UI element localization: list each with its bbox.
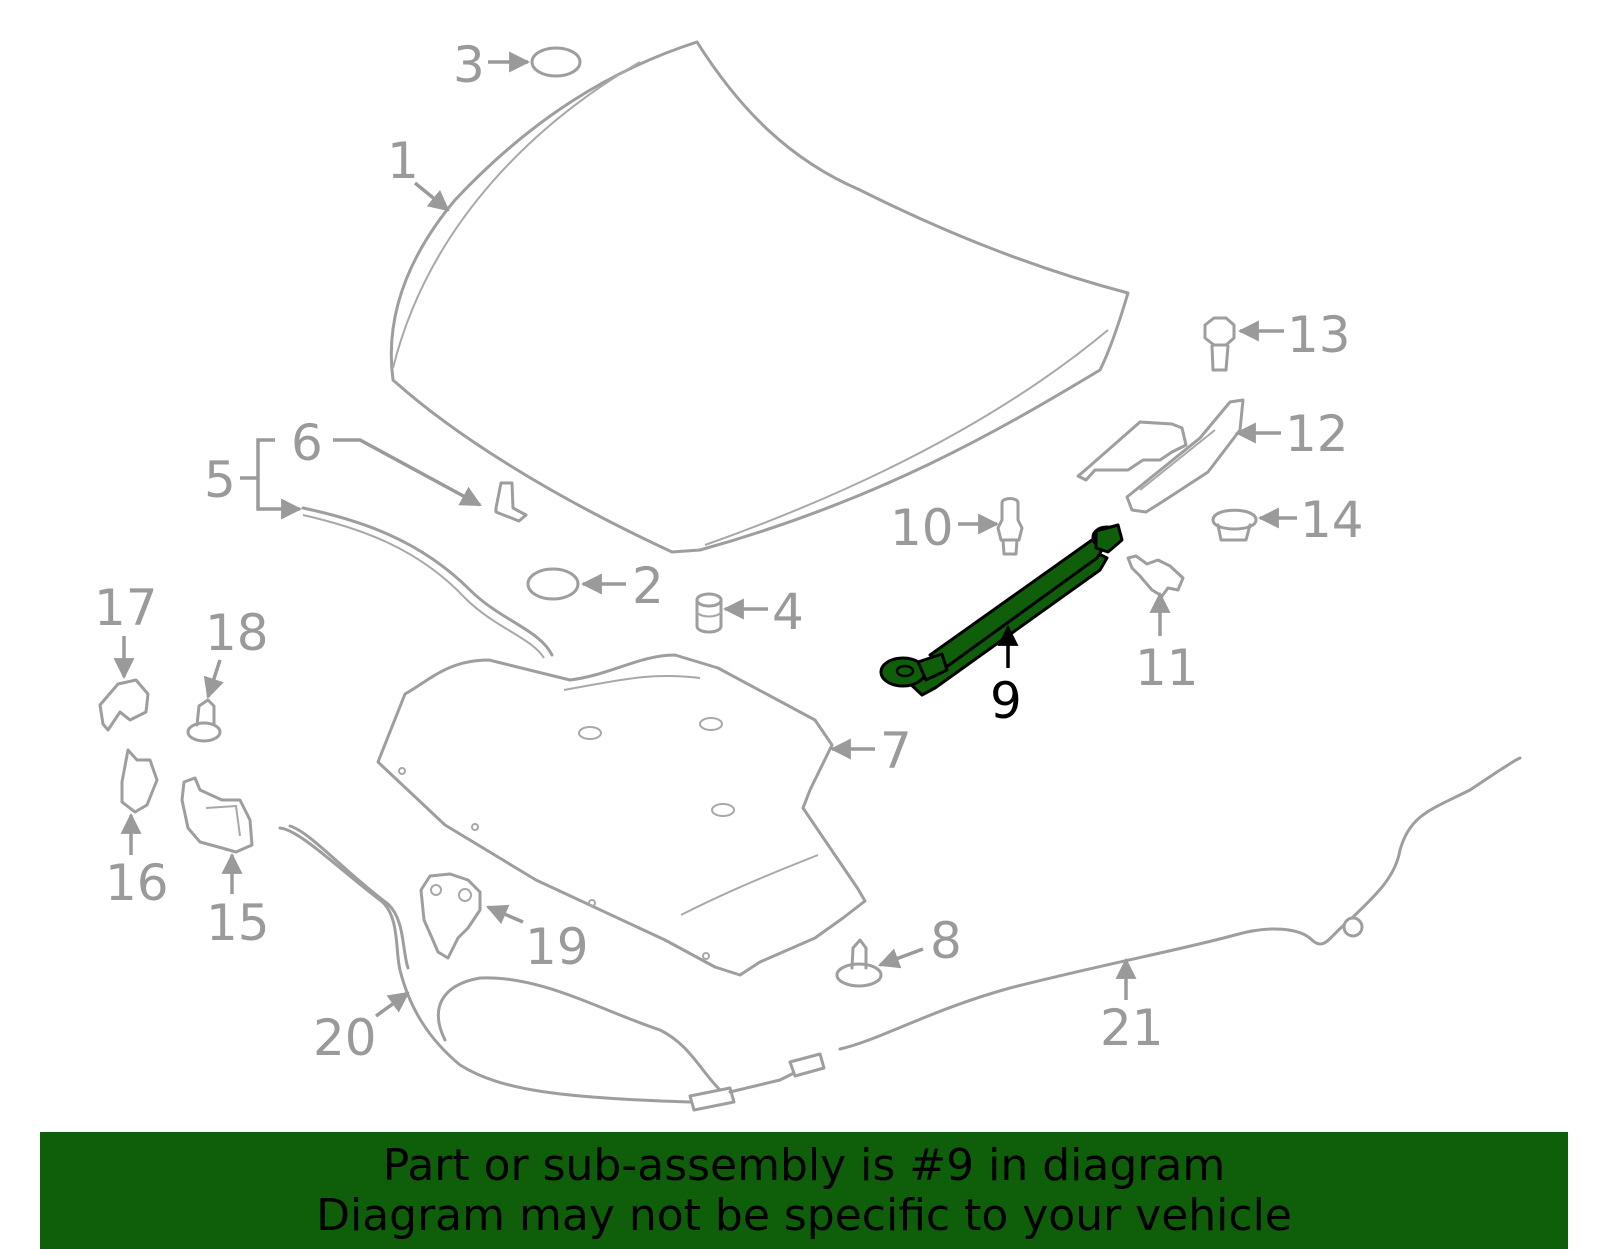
callout-6: 6 xyxy=(291,414,323,472)
callout-4: 4 xyxy=(772,583,804,641)
callout-20: 20 xyxy=(313,1009,377,1067)
callout-10: 10 xyxy=(890,499,954,557)
callout-1: 1 xyxy=(387,132,419,190)
ball-stud-part xyxy=(1126,554,1185,598)
bolt-part xyxy=(1203,316,1236,372)
callout-7: 7 xyxy=(880,722,912,780)
callout-17: 17 xyxy=(94,579,158,637)
callout-18: 18 xyxy=(205,604,269,662)
plug-part xyxy=(526,567,580,601)
callout-19: 19 xyxy=(525,918,589,976)
release-cable-part xyxy=(278,824,736,1112)
leader-lines xyxy=(113,51,1297,1018)
clip-part xyxy=(494,481,528,523)
bumper-part xyxy=(120,748,159,814)
callout-labels: 3 1 6 5 2 4 7 8 9 10 11 12 13 14 15 16 1… xyxy=(94,36,1364,1067)
hood-panel xyxy=(389,40,1130,554)
hood-lift-support-part xyxy=(879,523,1124,697)
hood-hinge-part xyxy=(1076,398,1245,514)
banner-line-2: Diagram may not be specific to your vehi… xyxy=(316,1189,1292,1241)
nut-part xyxy=(1211,508,1258,542)
callout-16: 16 xyxy=(105,854,169,912)
hood-latch-part xyxy=(180,776,254,854)
bracket-part xyxy=(98,678,150,732)
callout-8: 8 xyxy=(930,912,962,970)
callout-3: 3 xyxy=(453,36,485,94)
callout-12: 12 xyxy=(1285,405,1349,463)
callout-2: 2 xyxy=(632,557,664,615)
plug-part xyxy=(530,46,582,78)
info-banner: Part or sub-assembly is #9 in diagram Di… xyxy=(40,1132,1568,1249)
release-cable-part xyxy=(728,756,1522,1094)
safety-catch-part xyxy=(419,872,482,960)
callout-5: 5 xyxy=(204,451,236,509)
callout-14: 14 xyxy=(1300,491,1364,549)
hood-insulator-part xyxy=(376,653,867,977)
ball-stud-part xyxy=(996,497,1024,556)
callout-15: 15 xyxy=(206,894,270,952)
callout-21: 21 xyxy=(1100,999,1164,1057)
bumper-stop-part xyxy=(695,592,723,634)
callout-13: 13 xyxy=(1287,306,1351,364)
clip-part xyxy=(186,698,222,743)
callout-9: 9 xyxy=(990,672,1022,730)
banner-line-1: Part or sub-assembly is #9 in diagram xyxy=(382,1139,1226,1191)
hood-seal-part xyxy=(301,506,554,657)
clip-part xyxy=(835,938,883,988)
callout-11: 11 xyxy=(1135,639,1199,697)
